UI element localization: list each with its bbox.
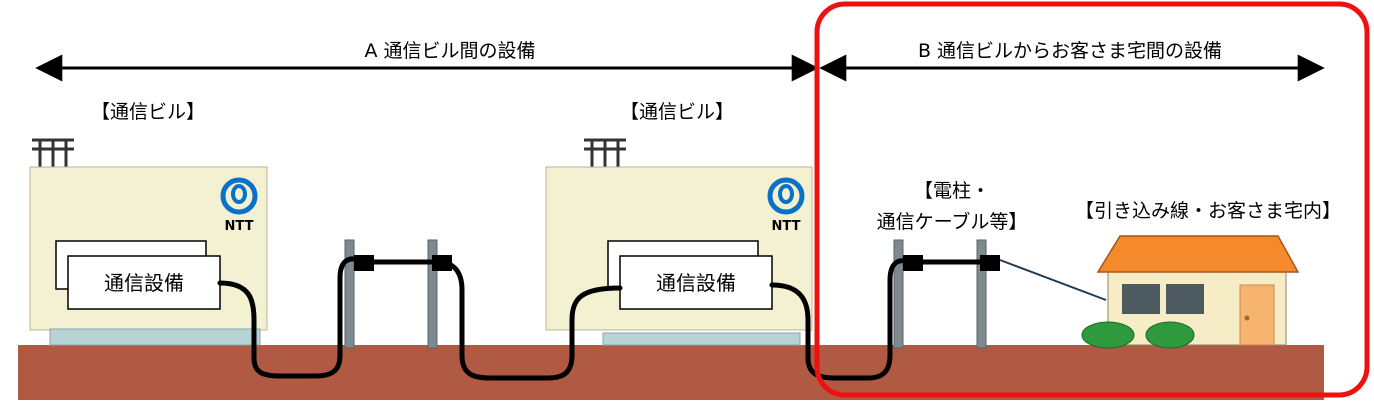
utility-poles: [344, 239, 987, 349]
cable: [769, 258, 988, 381]
antenna-tower-icon: [584, 138, 626, 168]
house-label: 【引き込み線・お客さま宅内】: [1075, 200, 1341, 222]
ntt-logo-icon: NTT: [220, 177, 258, 234]
pole-3: [893, 239, 904, 349]
section-b-highlight-frame: [814, 1, 1370, 398]
section-b-label: B 通信ビルからお客さま宅間の設備: [918, 40, 1222, 62]
house-window: [1166, 284, 1204, 314]
building-1-label: 【通信ビル】: [91, 101, 205, 123]
ground: [18, 345, 1324, 400]
equipment-label-2: 通信設備: [656, 271, 736, 295]
house-window: [1122, 284, 1160, 314]
building-base: [602, 332, 801, 346]
building-1: NTT 通信設備: [29, 138, 268, 346]
ntt-logo-icon: NTT: [767, 177, 805, 234]
antenna-tower-icon: [32, 138, 74, 168]
building-base: [49, 328, 261, 346]
poles-label-line2: 通信ケーブル等】: [877, 210, 1028, 233]
pole-4: [976, 239, 987, 349]
bushes: [1081, 321, 1195, 349]
door-knob: [1244, 315, 1250, 321]
building-2: NTT 通信設備: [545, 138, 813, 346]
equipment-box: [619, 255, 773, 310]
poles-label-line1: 【電柱・: [914, 180, 990, 202]
cable-clamps: [354, 255, 1000, 271]
ntt-logo-text: NTT: [772, 219, 801, 234]
section-a-label: A 通信ビル間の設備: [364, 40, 535, 62]
pole-2: [427, 239, 438, 349]
house: [1081, 235, 1300, 349]
drop-wire: [999, 259, 1107, 301]
house-roof: [1096, 235, 1300, 273]
pole-1: [344, 239, 355, 349]
house-door: [1239, 284, 1275, 346]
equipment-label-1: 通信設備: [104, 271, 184, 295]
cable: [217, 256, 623, 381]
building-2-label: 【通信ビル】: [620, 101, 734, 123]
ntt-logo-text: NTT: [225, 219, 254, 234]
